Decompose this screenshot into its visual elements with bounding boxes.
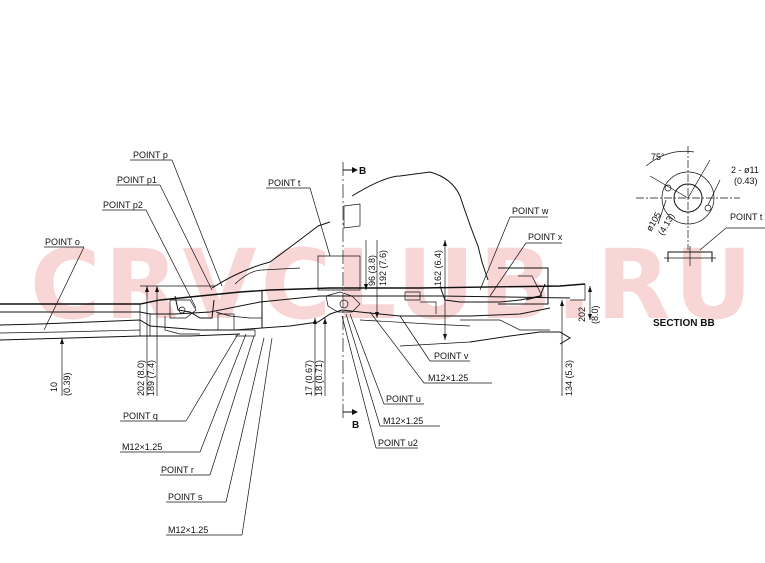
label-thread-left-2: M12×1.25 [168,525,208,535]
dim-10: 10 [49,382,59,392]
dim-202-right: 202 [577,307,587,322]
label-thread-center-2: M12×1.25 [383,416,423,426]
label-point-w: POINT w [512,206,549,216]
label-point-u2: POINT u2 [378,438,418,448]
inset-title: SECTION BB [653,318,715,329]
label-point-r: POINT r [161,465,194,475]
watermark: CRVCLUB.RU [30,229,756,341]
label-point-p1: POINT p1 [117,175,157,185]
label-point-u: POINT u [386,394,421,404]
dim-17: 17 (0.67) [304,360,314,396]
dim-10-in: (0.39) [62,372,72,396]
inset-angle: 75° [651,152,665,162]
label-thread-left-1: M12×1.25 [122,442,162,452]
label-point-p: POINT p [133,150,168,160]
label-point-x: POINT x [528,232,563,242]
dim-202-left: 202 (8.0) [136,360,146,396]
label-point-t: POINT t [268,178,301,188]
dim-189: 189 (7.4) [146,360,156,396]
dim-18: 18 (0.71) [314,360,324,396]
label-point-p2: POINT p2 [103,200,143,210]
dim-96: 96 (3.8) [367,255,377,286]
section-bb-inset [636,146,765,266]
section-line-bb [342,162,358,418]
frame-outline [0,171,586,347]
section-mark-top: B [359,166,366,177]
dim-134: 134 (5.3) [564,360,574,396]
dim-162: 162 (6.4) [433,250,443,286]
inset-holes: 2 - ø11 [731,165,759,175]
leader-lines [43,159,562,536]
label-point-v: POINT v [434,351,469,361]
label-thread-center-1: M12×1.25 [428,373,468,383]
label-point-s: POINT s [168,492,203,502]
section-mark-bottom: B [352,420,359,431]
dimension-lines [60,240,592,396]
inset-point-t: POINT t [730,212,763,222]
inset-holes-in: (0.43) [734,176,758,186]
dim-202-right-in: (8.0) [590,305,600,324]
label-point-q: POINT q [123,411,158,421]
label-point-o: POINT o [45,237,80,247]
dim-192: 192 (7.6) [378,250,388,286]
